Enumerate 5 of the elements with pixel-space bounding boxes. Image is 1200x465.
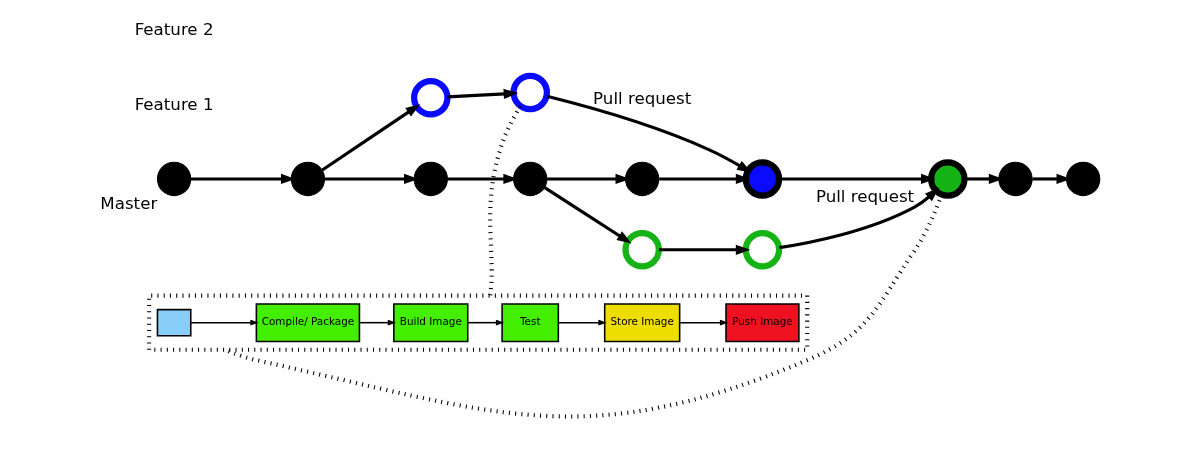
edge-label: Pull request (815, 186, 915, 206)
label: Feature 1 (134, 95, 214, 115)
node-label: Master (100, 193, 158, 213)
label: Feature 2 (134, 20, 214, 40)
edge-label: Pull request (593, 88, 692, 108)
